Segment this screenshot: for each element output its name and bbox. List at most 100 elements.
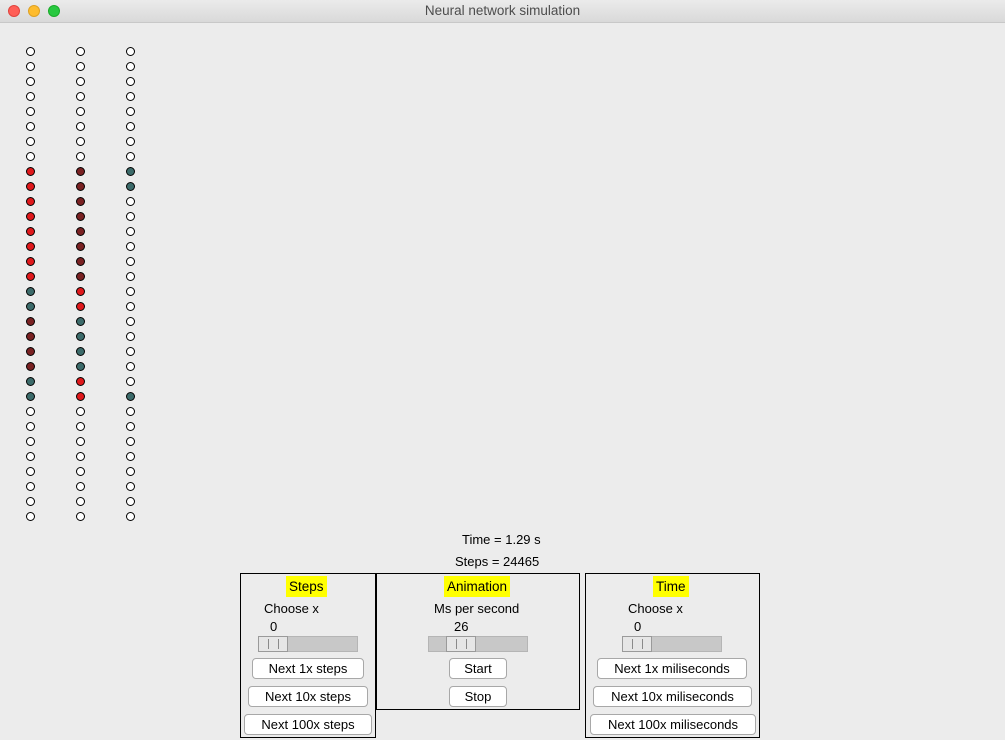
- neuron-teal: [126, 392, 135, 401]
- neuron-teal: [76, 347, 85, 356]
- neuron-red: [26, 167, 35, 176]
- ms-per-second-slider[interactable]: [428, 636, 528, 652]
- neuron-empty: [26, 512, 35, 521]
- neuron-dark: [26, 347, 35, 356]
- steps-panel-title: Steps: [286, 576, 327, 597]
- neuron-empty: [76, 137, 85, 146]
- time-panel-title: Time: [653, 576, 689, 597]
- neuron-red: [76, 377, 85, 386]
- next-1x-miliseconds-button[interactable]: Next 1x miliseconds: [597, 658, 747, 679]
- ms-per-second-label: Ms per second: [434, 601, 520, 616]
- neuron-empty: [76, 422, 85, 431]
- neuron-empty: [126, 242, 135, 251]
- neuron-dark: [76, 272, 85, 281]
- neuron-empty: [76, 452, 85, 461]
- time-slider[interactable]: [622, 636, 722, 652]
- neuron-empty: [126, 332, 135, 341]
- neuron-teal: [26, 377, 35, 386]
- start-button[interactable]: Start: [449, 658, 507, 679]
- neuron-empty: [126, 152, 135, 161]
- neuron-dark: [76, 242, 85, 251]
- neuron-empty: [126, 452, 135, 461]
- window-title: Neural network simulation: [424, 3, 581, 18]
- neuron-dark: [76, 197, 85, 206]
- neuron-empty: [26, 452, 35, 461]
- ms-per-second-slider-thumb[interactable]: [446, 636, 476, 652]
- neuron-empty: [26, 107, 35, 116]
- animation-panel-title: Animation: [444, 576, 511, 597]
- minimize-window-button[interactable]: [28, 5, 40, 17]
- time-panel: Time Choose x 0 Next 1x miliseconds Next…: [585, 573, 760, 738]
- neuron-teal: [26, 392, 35, 401]
- neuron-empty: [126, 422, 135, 431]
- steps-slider[interactable]: [258, 636, 358, 652]
- neuron-teal: [126, 167, 135, 176]
- neuron-red: [26, 197, 35, 206]
- neuron-empty: [126, 287, 135, 296]
- neuron-dark: [76, 212, 85, 221]
- steps-value: 0: [270, 619, 278, 634]
- neuron-empty: [26, 482, 35, 491]
- close-window-button[interactable]: [8, 5, 20, 17]
- next-10x-miliseconds-button[interactable]: Next 10x miliseconds: [593, 686, 752, 707]
- neuron-empty: [26, 467, 35, 476]
- neuron-empty: [126, 407, 135, 416]
- steps-slider-thumb[interactable]: [258, 636, 288, 652]
- neuron-empty: [76, 437, 85, 446]
- ms-per-second-value: 26: [454, 619, 469, 634]
- neuron-empty: [126, 257, 135, 266]
- neuron-teal: [26, 302, 35, 311]
- neuron-empty: [76, 62, 85, 71]
- stop-button[interactable]: Stop: [449, 686, 507, 707]
- neuron-empty: [126, 302, 135, 311]
- neuron-dark: [76, 167, 85, 176]
- neuron-red: [26, 242, 35, 251]
- animation-panel: Animation Ms per second 26 Start Stop: [376, 573, 580, 710]
- neuron-empty: [76, 497, 85, 506]
- neuron-empty: [76, 77, 85, 86]
- neuron-empty: [126, 62, 135, 71]
- neuron-empty: [76, 122, 85, 131]
- next-100x-miliseconds-button[interactable]: Next 100x miliseconds: [590, 714, 756, 735]
- time-slider-thumb[interactable]: [622, 636, 652, 652]
- neuron-dark: [76, 227, 85, 236]
- neuron-dark: [76, 182, 85, 191]
- neuron-empty: [126, 212, 135, 221]
- neuron-red: [26, 227, 35, 236]
- neuron-red: [26, 257, 35, 266]
- neuron-empty: [126, 482, 135, 491]
- neuron-teal: [76, 317, 85, 326]
- neuron-red: [76, 302, 85, 311]
- neuron-empty: [76, 482, 85, 491]
- neuron-empty: [26, 497, 35, 506]
- neuron-empty: [26, 62, 35, 71]
- steps-choose-label: Choose x: [264, 601, 319, 616]
- neuron-empty: [26, 47, 35, 56]
- time-readout: Time = 1.29 s: [462, 532, 541, 547]
- next-1x-steps-button[interactable]: Next 1x steps: [252, 658, 364, 679]
- neuron-empty: [126, 377, 135, 386]
- neuron-empty: [76, 467, 85, 476]
- neuron-empty: [126, 272, 135, 281]
- neuron-red: [76, 392, 85, 401]
- neuron-empty: [26, 137, 35, 146]
- neuron-teal: [26, 287, 35, 296]
- neuron-empty: [126, 467, 135, 476]
- steps-readout: Steps = 24465: [455, 554, 540, 569]
- time-choose-label: Choose x: [628, 601, 683, 616]
- neuron-teal: [76, 362, 85, 371]
- neuron-empty: [26, 152, 35, 161]
- neuron-empty: [26, 92, 35, 101]
- neuron-empty: [76, 92, 85, 101]
- next-10x-steps-button[interactable]: Next 10x steps: [248, 686, 368, 707]
- neuron-red: [26, 272, 35, 281]
- neuron-empty: [126, 92, 135, 101]
- maximize-window-button[interactable]: [48, 5, 60, 17]
- neuron-red: [26, 212, 35, 221]
- neuron-empty: [126, 47, 135, 56]
- neuron-dark: [26, 317, 35, 326]
- neuron-empty: [76, 407, 85, 416]
- neuron-teal: [76, 332, 85, 341]
- next-100x-steps-button[interactable]: Next 100x steps: [244, 714, 372, 735]
- neuron-empty: [76, 512, 85, 521]
